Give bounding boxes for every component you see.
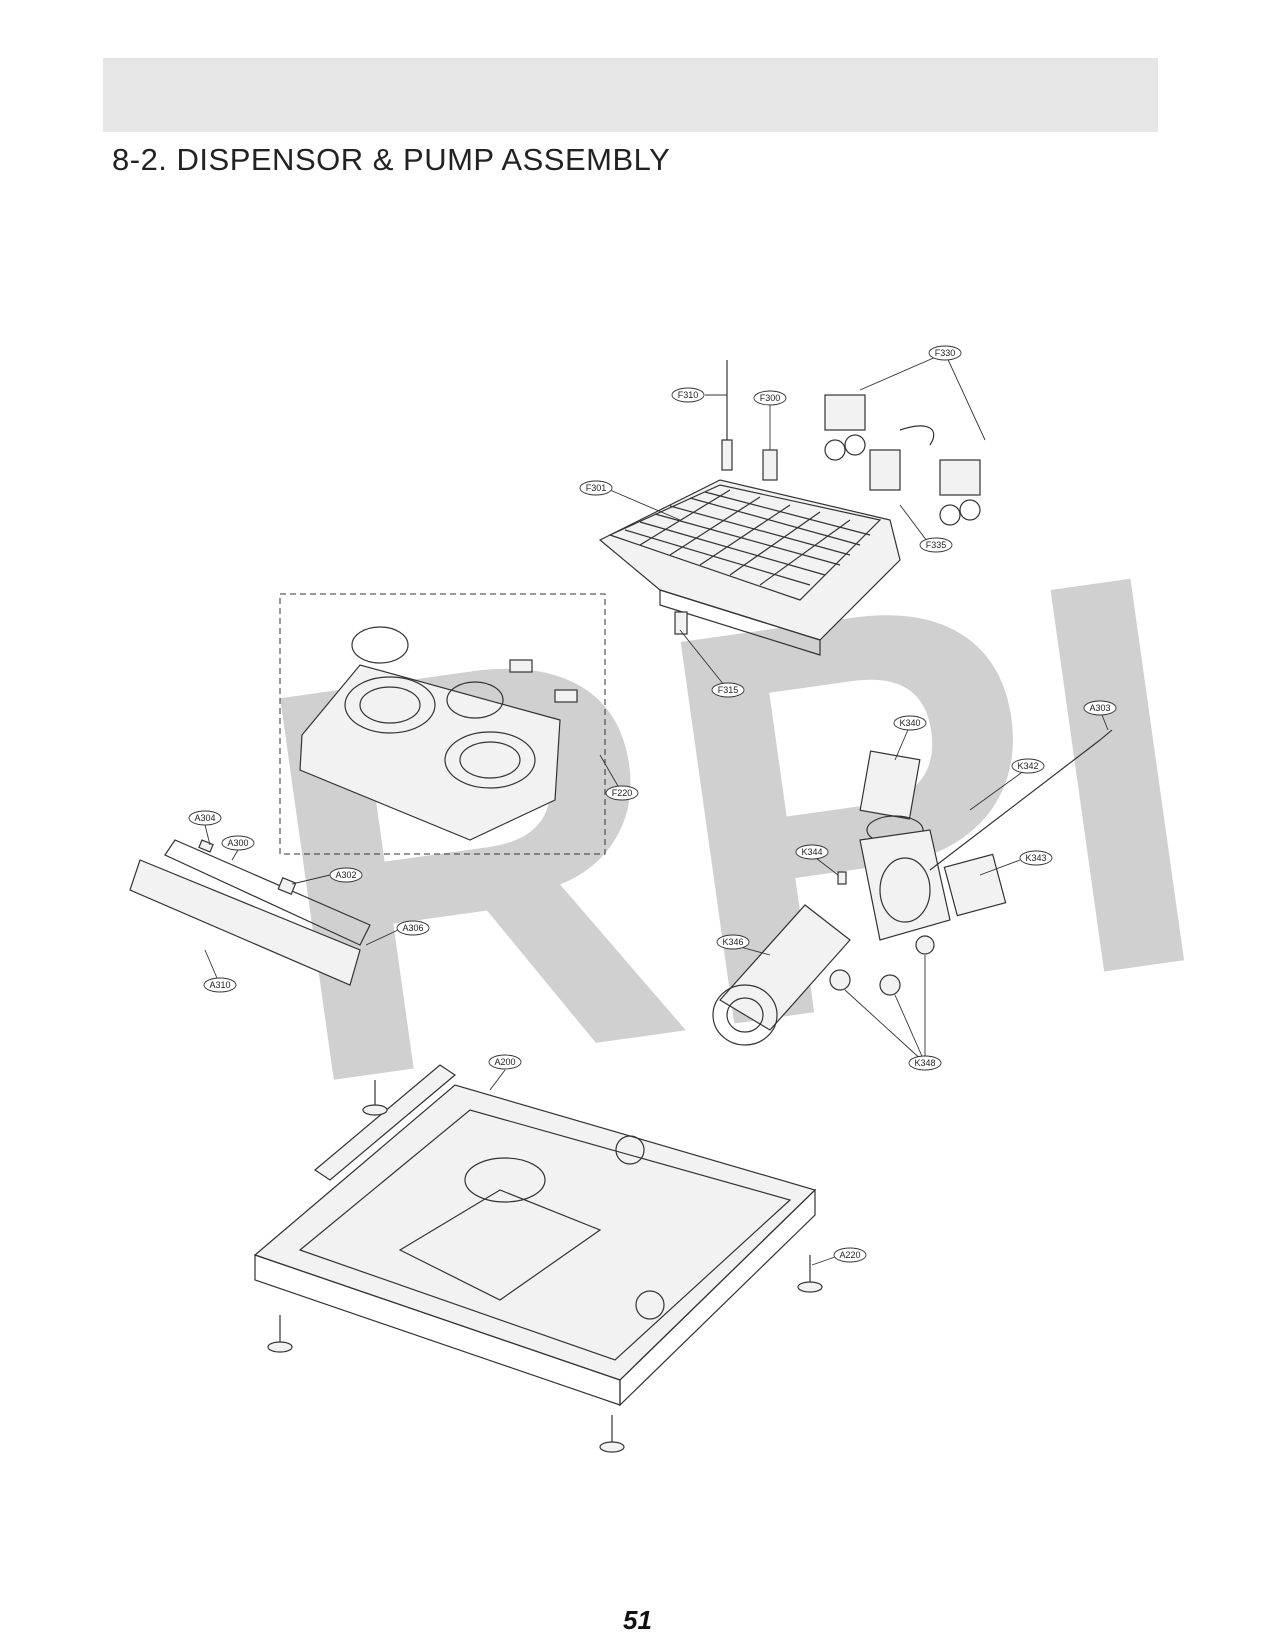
callout-A200: A200 [488, 1054, 522, 1070]
callout-A303: A303 [1083, 700, 1117, 716]
svg-text:K346: K346 [722, 937, 743, 947]
callout-A302: A302 [329, 867, 363, 883]
callout-K342: K342 [1011, 758, 1045, 774]
callout-A306: A306 [396, 920, 430, 936]
svg-text:K344: K344 [801, 847, 822, 857]
svg-text:A303: A303 [1089, 703, 1110, 713]
leveling-foot [267, 1315, 293, 1353]
callout-K343: K343 [1019, 850, 1053, 866]
front-panel-drawing [129, 839, 371, 986]
svg-text:A304: A304 [194, 813, 215, 823]
svg-text:F310: F310 [678, 390, 699, 400]
callout-K346: K346 [716, 934, 750, 950]
svg-text:K348: K348 [914, 1058, 935, 1068]
callout-F315: F315 [711, 682, 745, 698]
svg-text:A200: A200 [494, 1057, 515, 1067]
water-valves-drawing [824, 394, 981, 526]
svg-text:K343: K343 [1025, 853, 1046, 863]
callout-F335: F335 [919, 537, 953, 553]
svg-text:A310: A310 [209, 980, 230, 990]
svg-text:F220: F220 [612, 788, 633, 798]
callout-K344: K344 [795, 844, 829, 860]
pump-assembly-drawing [712, 729, 1113, 1046]
callout-F330: F330 [928, 345, 962, 361]
callouts: F330 F310 F300 F301 F335 F315 F220 A303 [188, 345, 1117, 1263]
dispenser-housing-drawing [598, 360, 901, 656]
leveling-foot [797, 1255, 823, 1293]
svg-text:K340: K340 [899, 718, 920, 728]
page-number: 51 [623, 1605, 652, 1635]
callout-A220: A220 [833, 1247, 867, 1263]
section-title: 8-2. DISPENSOR & PUMP ASSEMBLY [112, 142, 671, 177]
callout-A310: A310 [203, 977, 237, 993]
base-frame-drawing [253, 1064, 823, 1453]
detergent-drawer-drawing [299, 626, 578, 841]
svg-text:F330: F330 [935, 348, 956, 358]
callout-F310: F310 [671, 387, 705, 403]
svg-text:A302: A302 [335, 870, 356, 880]
svg-text:F301: F301 [586, 483, 607, 493]
leveling-foot [362, 1080, 388, 1116]
callout-A300: A300 [221, 835, 255, 851]
callout-F220: F220 [605, 785, 639, 801]
svg-text:A220: A220 [839, 1250, 860, 1260]
drawer-assembly-box [279, 593, 606, 855]
callout-K340: K340 [893, 715, 927, 731]
callout-F300: F300 [753, 390, 787, 406]
svg-text:F335: F335 [926, 540, 947, 550]
svg-text:F300: F300 [760, 393, 781, 403]
callout-F301: F301 [579, 480, 613, 496]
callout-A304: A304 [188, 810, 222, 826]
svg-text:K342: K342 [1017, 761, 1038, 771]
svg-text:A306: A306 [402, 923, 423, 933]
leveling-foot [599, 1415, 625, 1453]
callout-K348: K348 [908, 1055, 942, 1071]
header-band [103, 58, 1158, 132]
svg-text:F315: F315 [718, 685, 739, 695]
svg-text:A300: A300 [227, 838, 248, 848]
